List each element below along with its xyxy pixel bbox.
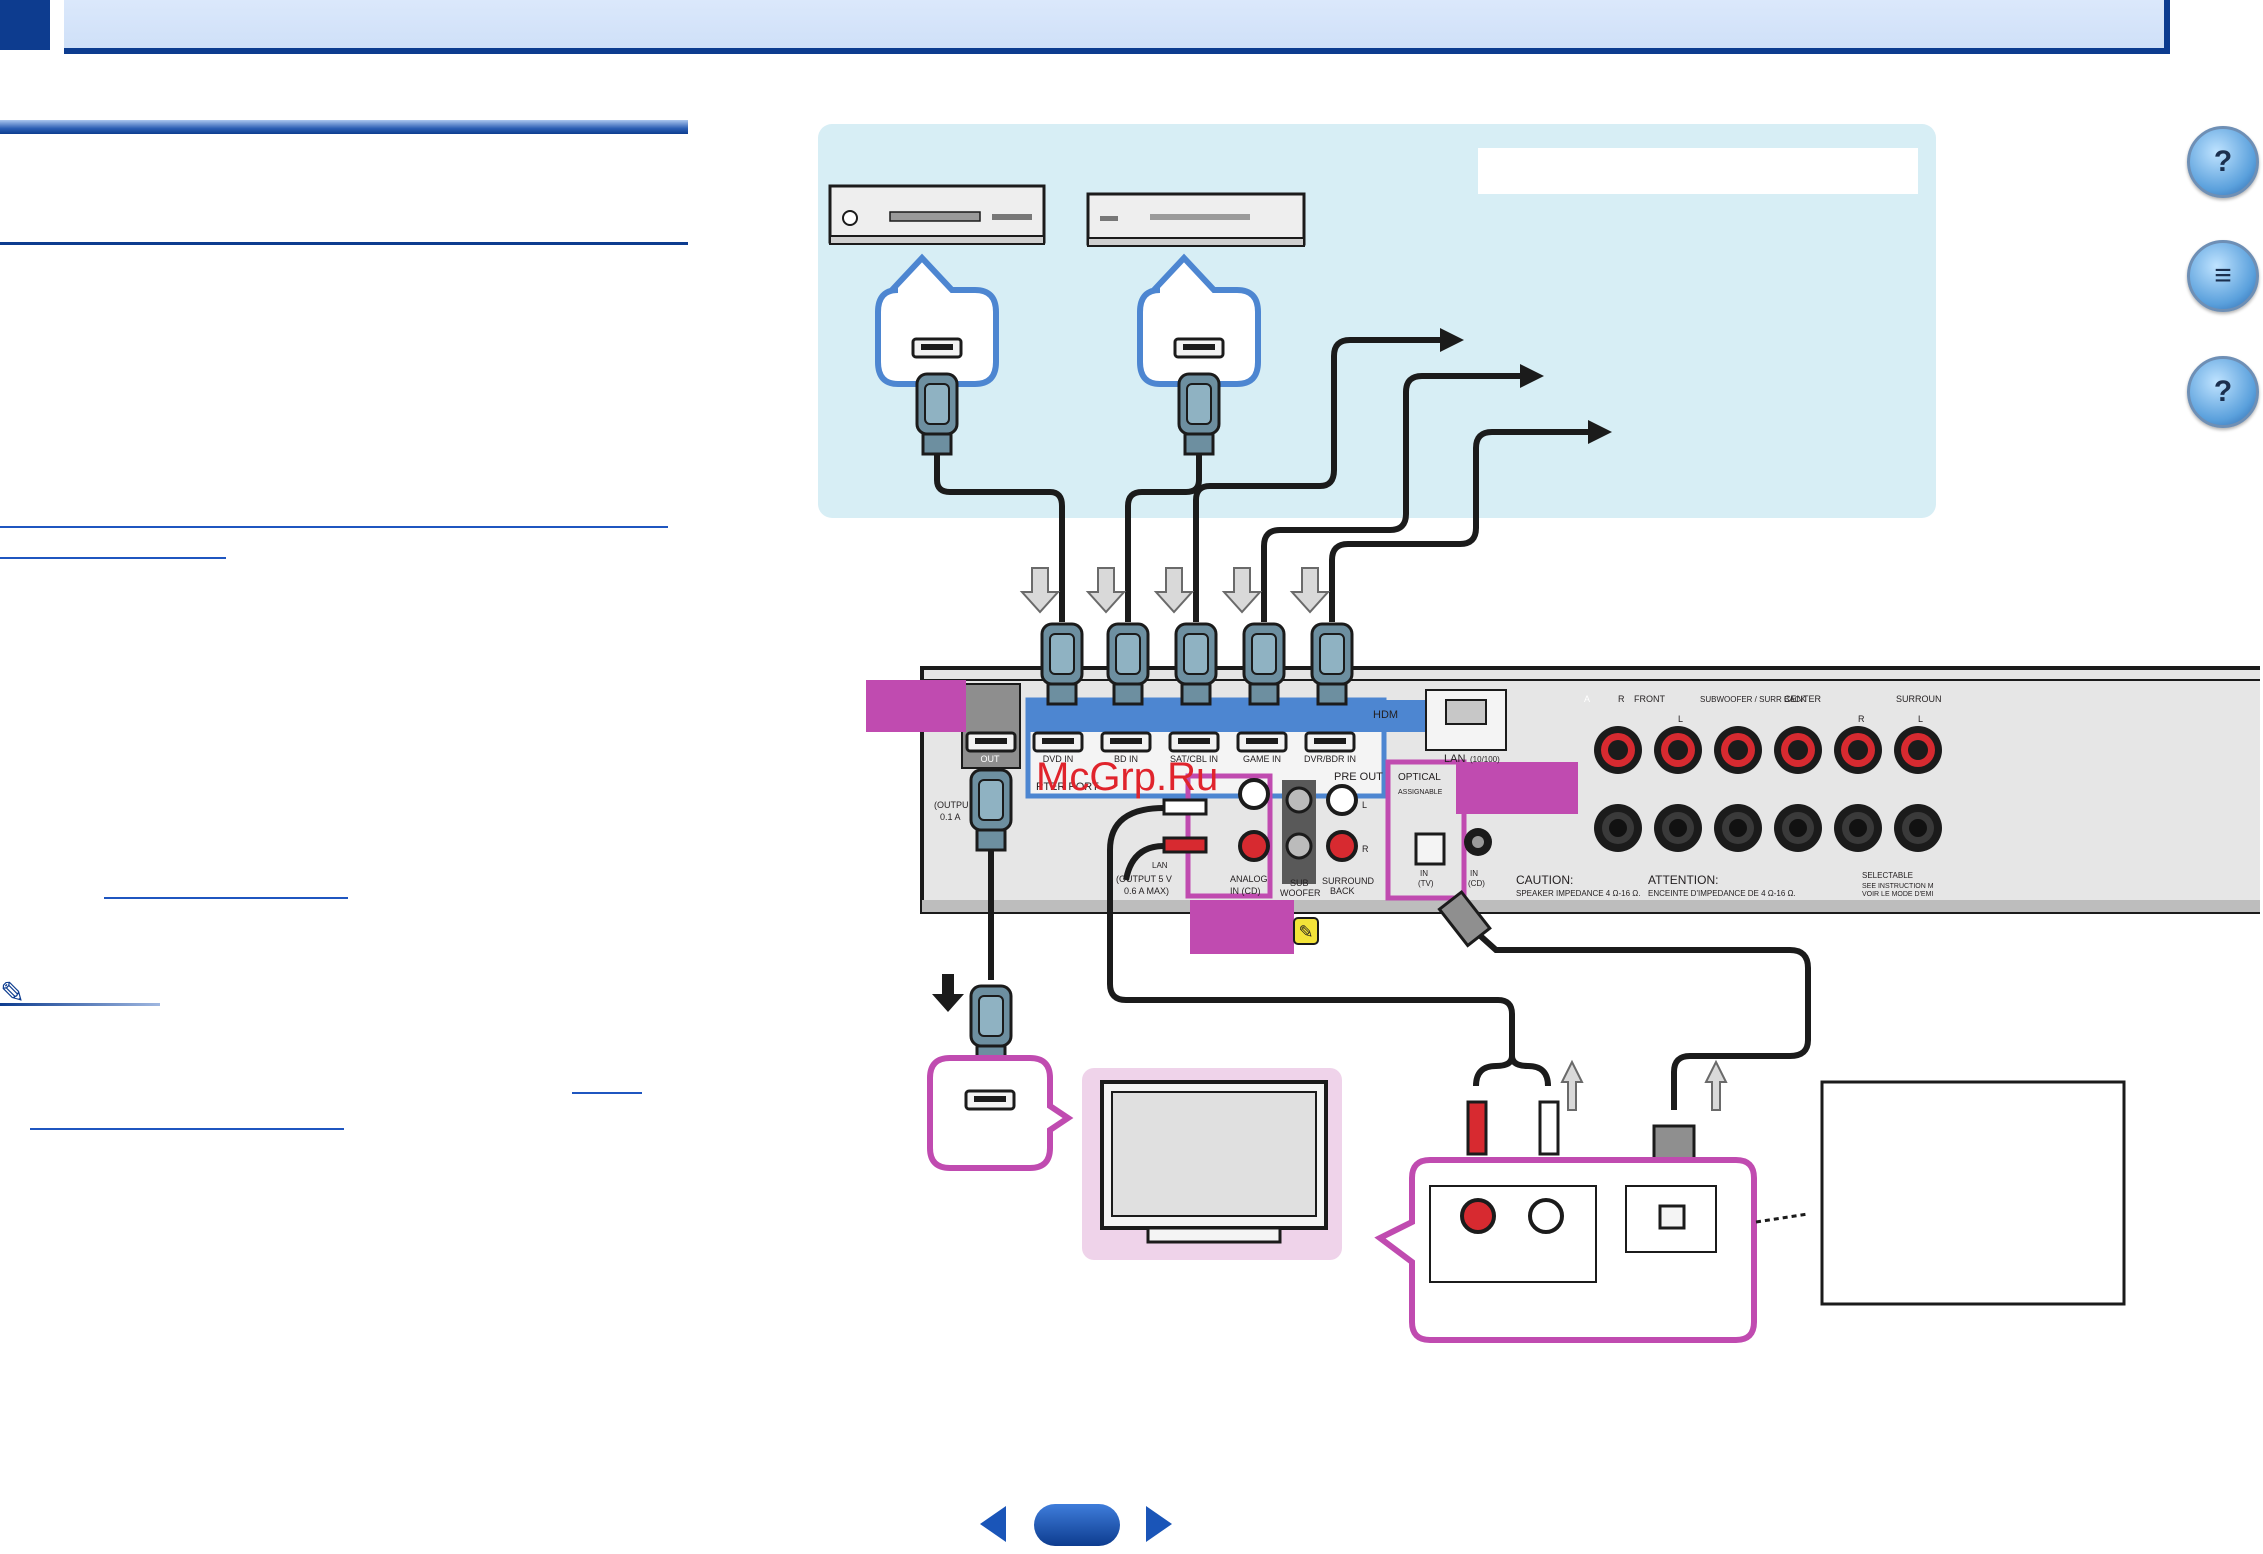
help-icon-glyph: ? bbox=[2213, 375, 2233, 408]
optical-in-cd-label: IN bbox=[1470, 869, 1478, 878]
previous-page-arrow-icon[interactable] bbox=[980, 1506, 1006, 1542]
speaker-a-label: A bbox=[1584, 694, 1590, 704]
attention-title: ATTENTION: bbox=[1648, 873, 1718, 887]
book-icon[interactable]: ? bbox=[2187, 126, 2259, 198]
analog-audio-cable bbox=[1107, 805, 1551, 1087]
connection-diagram: ✎ HDM OUT DVD IN BD IN SAT/CBL IN GAME I… bbox=[818, 124, 2260, 1343]
optical-in-callout bbox=[1456, 762, 1578, 814]
tv-hdmi-callout bbox=[927, 1055, 1074, 1171]
note-rule bbox=[0, 1003, 160, 1006]
cross-reference-link[interactable] bbox=[0, 557, 226, 559]
pre-out-l-label: L bbox=[1362, 800, 1367, 810]
remote-icon[interactable]: ≡ bbox=[2187, 240, 2259, 312]
front-label: FRONT bbox=[1634, 694, 1665, 704]
game-in-label: GAME IN bbox=[1243, 754, 1281, 764]
lan-speed-label: (10/100) bbox=[1470, 755, 1500, 764]
center-label: CENTER bbox=[1784, 694, 1822, 704]
caution-text: SPEAKER IMPEDANCE 4 Ω-16 Ω. bbox=[1516, 889, 1640, 898]
assignable-label: ASSIGNABLE bbox=[1398, 789, 1443, 796]
selectable-label: SELECTABLE bbox=[1862, 871, 1913, 880]
cross-reference-link[interactable] bbox=[30, 1128, 344, 1130]
analog-label: ANALOG bbox=[1230, 874, 1268, 884]
component-jacks-callout bbox=[1374, 1157, 1757, 1343]
attention-text: ENCEINTE D'IMPEDANCE DE 4 Ω-16 Ω. bbox=[1648, 889, 1796, 898]
book-icon-glyph: ? bbox=[2213, 145, 2233, 178]
lan-label: LAN bbox=[1444, 753, 1465, 765]
dvd-hdmi-callout bbox=[875, 253, 999, 387]
help-icon[interactable]: ? bbox=[2187, 356, 2259, 428]
receiver-rear-panel: ✎ bbox=[866, 666, 2260, 954]
remote-icon-glyph: ≡ bbox=[2214, 259, 2232, 292]
output-left-label: (OUTPU bbox=[934, 800, 969, 810]
sub-label: SUB bbox=[1290, 878, 1309, 888]
optical-tv-label: (TV) bbox=[1418, 879, 1434, 888]
chapter-number-tab bbox=[0, 0, 50, 50]
cross-reference-link[interactable] bbox=[572, 1092, 642, 1094]
panel-caption-box bbox=[1478, 148, 1918, 194]
cross-reference-link[interactable] bbox=[0, 526, 668, 528]
next-page-arrow-icon[interactable] bbox=[1146, 1506, 1172, 1542]
output-5v-label: (OUTPUT 5 V bbox=[1116, 874, 1172, 884]
output-left-current: 0.1 A bbox=[940, 812, 961, 822]
rca-plugs bbox=[1162, 798, 1560, 1156]
speaker-r1-label: R bbox=[1618, 694, 1625, 704]
note-pencil-icon bbox=[1293, 917, 1319, 945]
tv bbox=[1082, 1068, 1342, 1260]
note-box bbox=[1820, 1080, 2126, 1306]
dvd-in-label: DVD IN bbox=[1043, 754, 1074, 764]
hdmi-out-label: OUT bbox=[981, 754, 1001, 764]
svg-text:✎: ✎ bbox=[1298, 922, 1313, 942]
cross-reference-link[interactable] bbox=[104, 897, 348, 899]
bd-player bbox=[1086, 192, 1306, 247]
optical-in-tv-label: IN bbox=[1420, 869, 1428, 878]
subwoofer-surr-back-label: SUBWOOFER / SURR BACK bbox=[1700, 695, 1806, 704]
pre-out-r-label: R bbox=[1362, 844, 1369, 854]
pre-out-label: PRE OUT bbox=[1334, 771, 1383, 783]
surround-label: SURROUN bbox=[1896, 694, 1942, 704]
section-heading-rule bbox=[0, 120, 688, 134]
woofer-label: WOOFER bbox=[1280, 888, 1321, 898]
instruction-line-2: VOIR LE MODE D'EMI bbox=[1862, 891, 1933, 898]
bd-hdmi-callout bbox=[1137, 253, 1261, 387]
bd-in-label: BD IN bbox=[1114, 754, 1138, 764]
section-divider bbox=[0, 242, 688, 245]
instruction-line-1: SEE INSTRUCTION M bbox=[1862, 883, 1934, 890]
caution-title: CAUTION: bbox=[1516, 873, 1573, 887]
down-arrow-icon bbox=[932, 974, 964, 1012]
hdmi-out-callout bbox=[866, 680, 966, 732]
hdmi-label: HDM bbox=[1373, 709, 1398, 721]
optical-label: OPTICAL bbox=[1398, 772, 1441, 783]
analog-in-callout bbox=[1190, 900, 1294, 954]
optical-cd-label: (CD) bbox=[1468, 879, 1485, 888]
adapter-port-label: PTER PORT bbox=[1036, 781, 1099, 793]
hdmi-cables bbox=[934, 337, 1592, 622]
surround-back-label-2: BACK bbox=[1330, 886, 1355, 896]
speaker-l2-label: L bbox=[1918, 714, 1923, 724]
speaker-l1-label: L bbox=[1678, 714, 1683, 724]
sat-cbl-in-label: SAT/CBL IN bbox=[1170, 754, 1218, 764]
chapter-header-bar bbox=[64, 0, 2170, 54]
watermark: McGrp.Ru bbox=[1036, 755, 1218, 799]
speaker-r2-label: R bbox=[1858, 714, 1865, 724]
dvr-bdr-in-label: DVR/BDR IN bbox=[1304, 754, 1356, 764]
optical-cable bbox=[1473, 929, 1811, 1110]
analog-in-cd-label: IN (CD) bbox=[1230, 886, 1261, 896]
lan-small-label: LAN bbox=[1152, 861, 1168, 870]
surround-back-label: SURROUND bbox=[1322, 876, 1375, 886]
output-5v-current: 0.6 A MAX) bbox=[1124, 886, 1169, 896]
page-number-pill[interactable] bbox=[1034, 1504, 1120, 1546]
dvd-player bbox=[828, 184, 1046, 245]
